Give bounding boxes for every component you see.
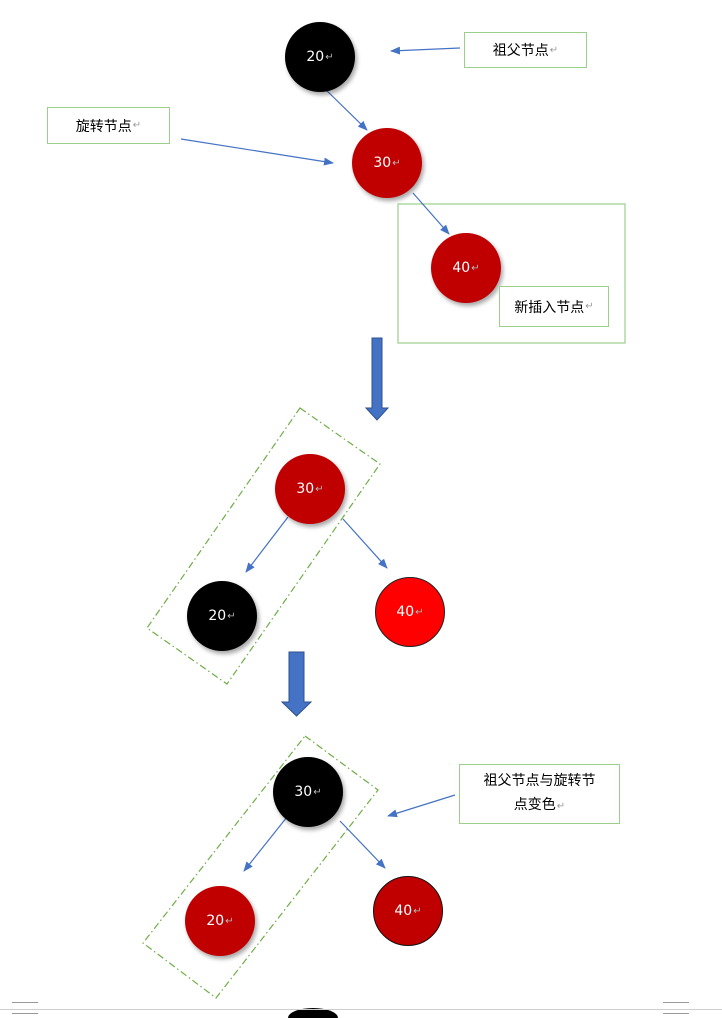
paragraph-mark: ↵ xyxy=(585,301,594,312)
new-node-group-box xyxy=(397,203,626,344)
label-text: 祖父节点 xyxy=(492,43,549,59)
paragraph-mark: ↵ xyxy=(315,483,324,495)
node-40-stage2: 40↵ xyxy=(375,577,445,647)
left-margin-mark xyxy=(12,1002,38,1014)
node-40-inserted: 40↵ xyxy=(431,233,501,303)
arrow-30-to-40 xyxy=(412,192,450,235)
node-value: 30 xyxy=(373,155,392,171)
node-30-stage3: 30↵ xyxy=(273,757,343,827)
down-arrow-2 xyxy=(280,651,313,717)
paragraph-mark: ↵ xyxy=(325,51,334,63)
node-20-grandparent: 20↵ xyxy=(285,22,355,92)
label-text-line1: 祖父节点与旋转节 xyxy=(483,773,596,789)
node-20-stage3: 20↵ xyxy=(185,886,255,956)
label-text-line2: 点变色 xyxy=(513,797,556,813)
label-text: 新插入节点 xyxy=(514,299,585,316)
node-value: 40 xyxy=(394,903,413,919)
node-40-stage3: 40↵ xyxy=(373,876,443,946)
stage3-dashdot-group xyxy=(142,735,379,999)
label-text: 旋转节点 xyxy=(75,118,132,135)
stage2-dashdot-group xyxy=(146,407,381,685)
label-grandparent: 祖父节点↵ xyxy=(464,32,587,68)
arrow-30-to-20-stage3 xyxy=(243,816,288,872)
arrow-30-to-20-stage2 xyxy=(245,516,289,573)
arrow-grandparent-label xyxy=(390,46,461,55)
node-value: 30 xyxy=(296,481,315,497)
node-20-stage2: 20↵ xyxy=(187,581,257,651)
node-value: 20 xyxy=(306,49,325,65)
paragraph-mark: ↵ xyxy=(313,786,322,798)
label-rotation: 旋转节点↵ xyxy=(47,107,170,144)
paragraph-mark: ↵ xyxy=(132,120,142,131)
paragraph-mark: ↵ xyxy=(227,610,236,622)
node-30-stage2: 30↵ xyxy=(275,454,345,524)
arrow-20-to-30 xyxy=(321,85,368,131)
node-value: 20 xyxy=(208,608,227,624)
node-value: 40 xyxy=(396,604,415,620)
paragraph-mark: ↵ xyxy=(556,801,566,812)
node-value: 30 xyxy=(294,784,313,800)
paragraph-mark: ↵ xyxy=(415,606,424,618)
node-30-rotation: 30↵ xyxy=(352,128,422,198)
arrow-rotation-label xyxy=(180,138,334,166)
label-recolor: 祖父节点与旋转节 点变色↵ xyxy=(459,764,620,824)
right-margin-mark xyxy=(663,1002,689,1014)
next-page-node-partial xyxy=(288,1008,338,1018)
paragraph-mark: ↵ xyxy=(549,44,559,56)
paragraph-mark: ↵ xyxy=(413,905,422,917)
label-inserted: 新插入节点↵ xyxy=(499,286,609,327)
node-value: 40 xyxy=(452,260,471,276)
node-value: 20 xyxy=(206,913,225,929)
arrow-30-to-40-stage3 xyxy=(339,820,386,869)
down-arrow-1 xyxy=(364,337,390,421)
arrow-recolor-label xyxy=(387,794,456,818)
paragraph-mark: ↵ xyxy=(471,262,480,274)
label-text-line2-wrap: 点变色↵ xyxy=(514,793,565,819)
page-break-line xyxy=(0,1009,722,1010)
paragraph-mark: ↵ xyxy=(225,915,234,927)
paragraph-mark: ↵ xyxy=(392,157,401,169)
arrow-30-to-40-stage2 xyxy=(342,518,388,569)
